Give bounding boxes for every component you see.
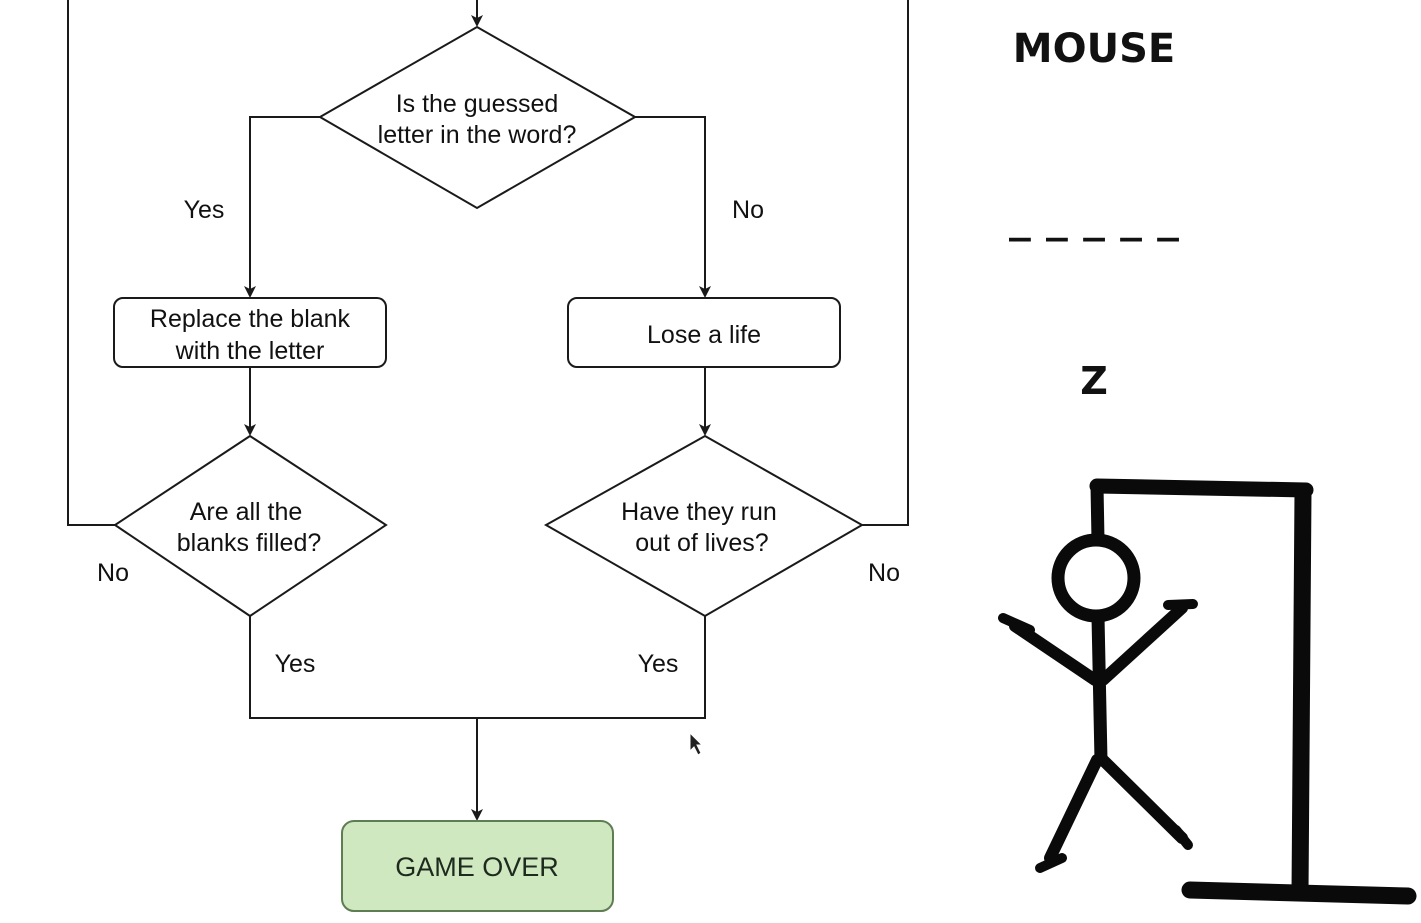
hangman-drawing-icon (998, 478, 1417, 905)
edge-label-guess-no: No (732, 196, 764, 224)
decision-out-of-lives-line1: Have they run (621, 498, 777, 526)
decision-out-of-lives: Have they run out of lives? (543, 434, 865, 618)
edge-label-lives-no: No (868, 559, 900, 587)
mouse-cursor-icon (689, 731, 704, 756)
process-lose-life-label: Lose a life (647, 321, 761, 349)
edge-guess-no (635, 116, 711, 298)
decision-blanks-filled: Are all the blanks filled? (113, 434, 388, 618)
edge-label-lives-yes: Yes (638, 650, 679, 678)
decision-blanks-filled-line1: Are all the (190, 498, 303, 526)
edge-label-blanks-yes: Yes (275, 650, 316, 678)
word-blanks: _ _ _ _ _ (1009, 196, 1179, 242)
terminal-game-over: GAME OVER (341, 820, 614, 912)
edge-lives-no-loop (862, 0, 909, 526)
process-replace-blank-line1: Replace the blank (150, 305, 351, 333)
guessed-letter: Z (1080, 359, 1108, 403)
edge-label-blanks-no: No (97, 559, 129, 587)
process-replace-blank-line2: with the letter (175, 337, 325, 365)
decision-guessed-letter: Is the guessed letter in the word? (317, 25, 638, 210)
decision-out-of-lives-line2: out of lives? (635, 529, 768, 557)
decision-guessed-letter-line2: letter in the word? (378, 121, 577, 149)
decision-guessed-letter-line1: Is the guessed (396, 90, 559, 118)
decision-blanks-filled-line2: blanks filled? (177, 529, 322, 557)
edge-blanks-no-loop (67, 0, 115, 526)
edge-label-guess-yes: Yes (184, 196, 225, 224)
process-replace-blank: Replace the blank with the letter (113, 297, 387, 368)
edge-guess-yes (244, 116, 320, 298)
process-lose-life: Lose a life (567, 297, 841, 368)
terminal-game-over-label: GAME OVER (395, 852, 559, 882)
secret-word: MOUSE (1013, 26, 1175, 72)
